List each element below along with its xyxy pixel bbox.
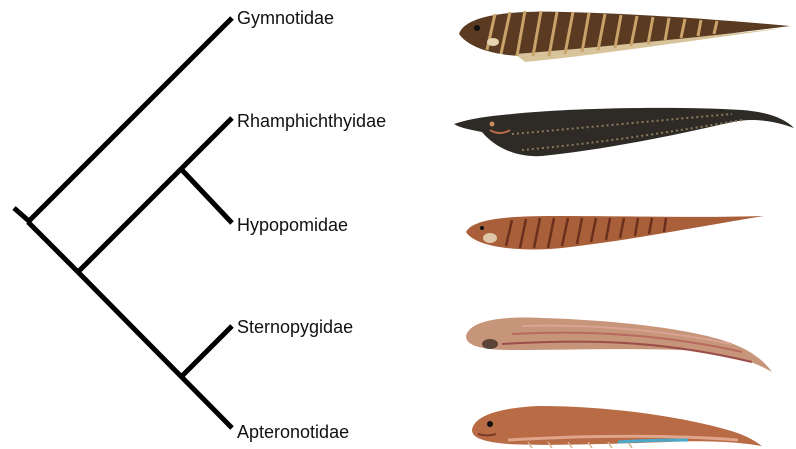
gymnotidae-fish-icon bbox=[455, 4, 795, 66]
taxon-label-apteronotidae: Apteronotidae bbox=[237, 421, 349, 443]
rhamphichthyidae-fish-icon bbox=[452, 104, 796, 160]
taxon-label-rhamphichthyidae: Rhamphichthyidae bbox=[237, 110, 386, 132]
apteronotidae-fish-icon bbox=[468, 400, 764, 448]
hypopomidae-fish-icon bbox=[462, 210, 767, 254]
taxon-label-sternopygidae: Sternopygidae bbox=[237, 316, 353, 338]
branch-root-to-clade-a bbox=[28, 222, 78, 272]
branch-hypopomidae bbox=[182, 170, 232, 223]
taxon-label-hypopomidae: Hypopomidae bbox=[237, 214, 348, 236]
branch-sternopygidae bbox=[182, 326, 232, 376]
sternopygidae-fish-icon bbox=[462, 310, 774, 374]
taxon-label-gymnotidae: Gymnotidae bbox=[237, 7, 334, 29]
